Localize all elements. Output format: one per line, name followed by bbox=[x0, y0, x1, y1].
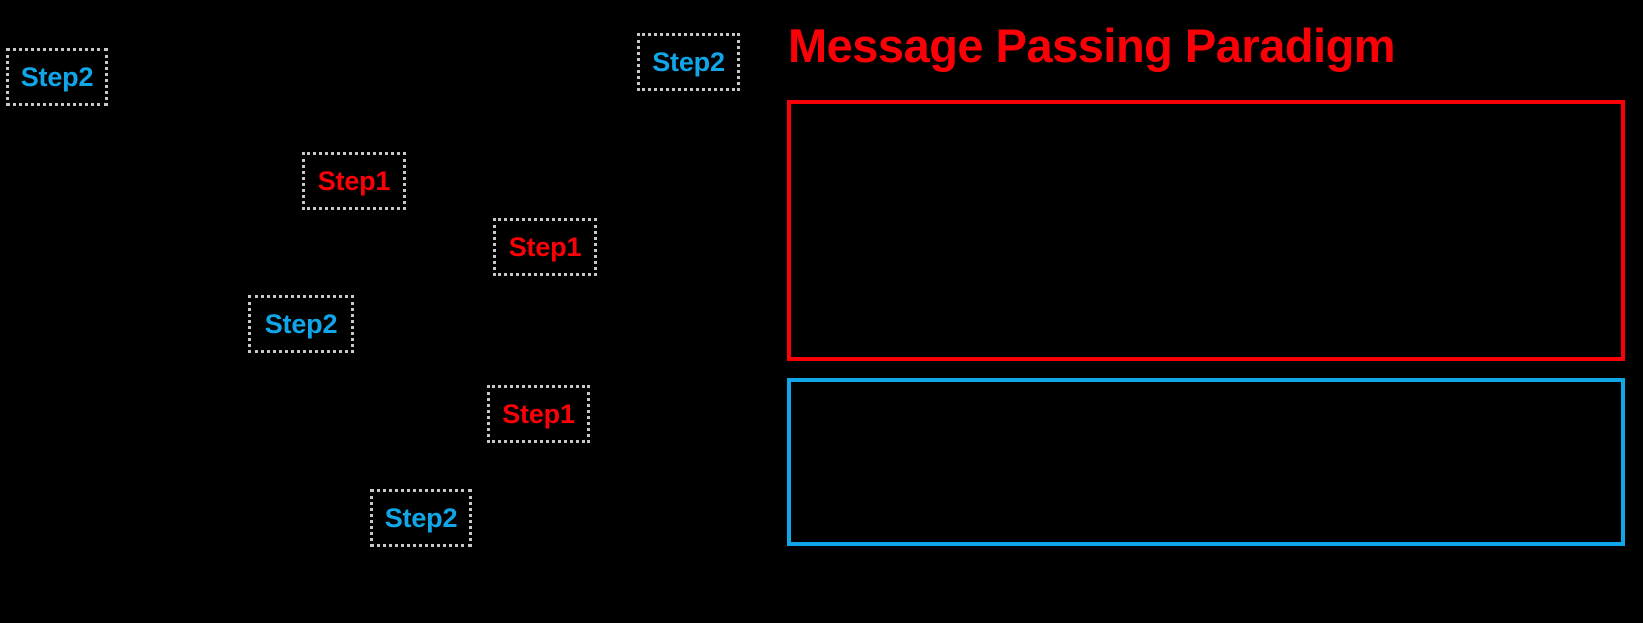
step-chip-label: Step2 bbox=[384, 502, 458, 533]
step-chip-1[interactable]: Step2 bbox=[637, 33, 740, 91]
step-chip-label: Step1 bbox=[502, 398, 575, 429]
step-chip-label: Step1 bbox=[317, 165, 391, 196]
step-chip-5[interactable]: Step1 bbox=[487, 385, 590, 443]
step-chip-0[interactable]: Step2 bbox=[6, 48, 108, 106]
step-chip-label: Step1 bbox=[508, 231, 582, 262]
step-chip-label: Step2 bbox=[264, 308, 338, 339]
page-title: Message Passing Paradigm bbox=[788, 19, 1396, 72]
step-chip-label: Step2 bbox=[652, 46, 725, 77]
cyan-panel-text bbox=[791, 382, 1621, 542]
red-panel-text bbox=[791, 104, 1621, 357]
step-chip-3[interactable]: Step1 bbox=[493, 218, 597, 276]
step-chip-2[interactable]: Step1 bbox=[302, 152, 406, 210]
step-chip-label: Step2 bbox=[20, 61, 94, 92]
step-chip-6[interactable]: Step2 bbox=[370, 489, 472, 547]
red-panel bbox=[787, 100, 1625, 361]
cyan-panel bbox=[787, 378, 1625, 546]
step-chip-4[interactable]: Step2 bbox=[248, 295, 354, 353]
